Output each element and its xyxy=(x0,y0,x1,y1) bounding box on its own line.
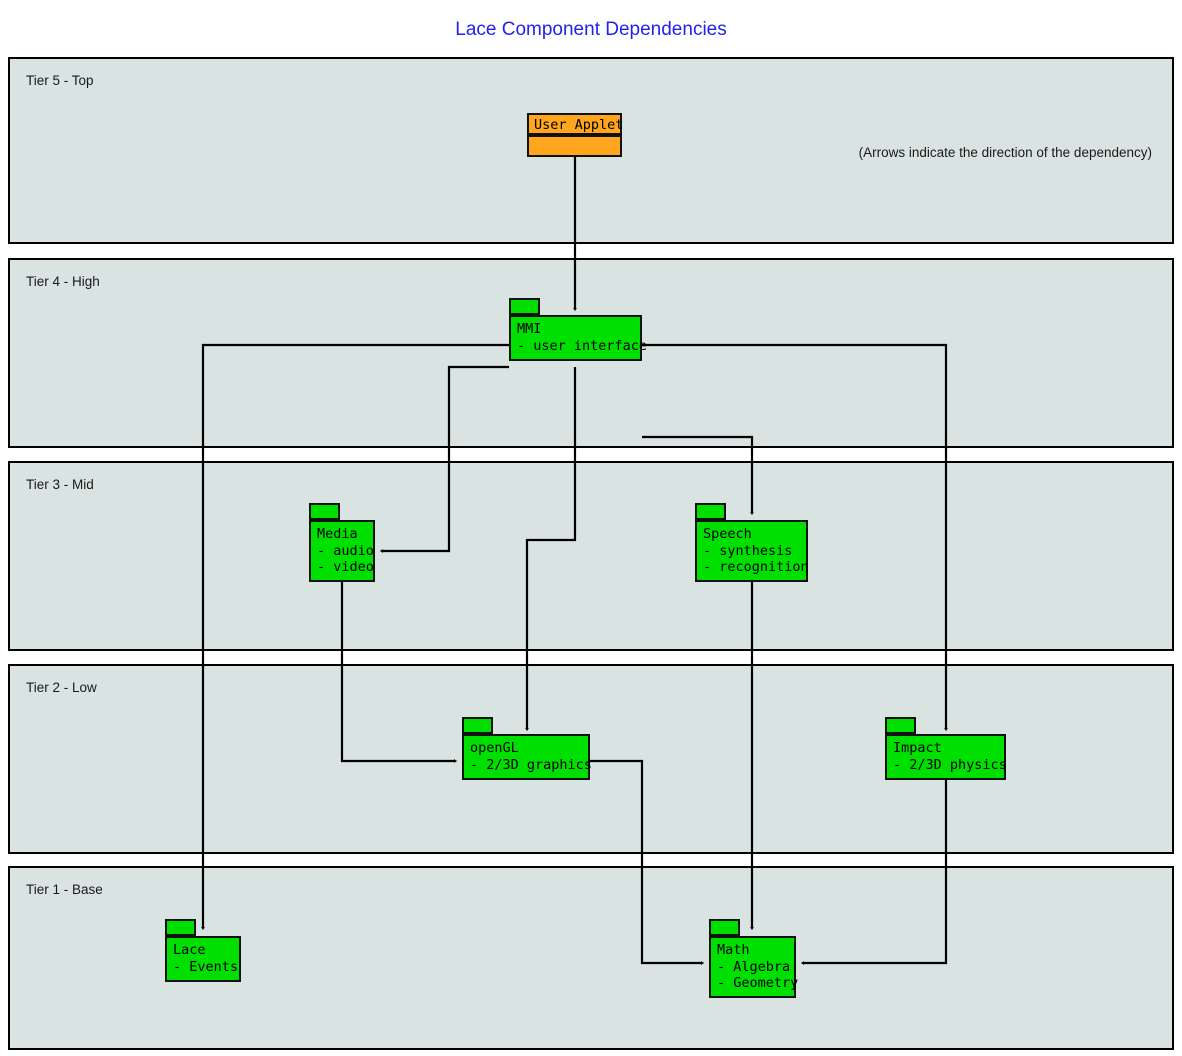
package-name: Media xyxy=(317,526,358,542)
package-feature: - recognition xyxy=(703,559,809,575)
package-body: Lace- Events xyxy=(165,936,241,982)
package-feature: - 2/3D graphics xyxy=(470,756,592,773)
package-feature: - audio xyxy=(317,542,374,559)
tier-group-tier3: Tier 3 - Mid xyxy=(8,461,1174,651)
package-name: Speech xyxy=(703,526,752,542)
tier-label: Tier 4 - High xyxy=(26,274,100,289)
page-title: Lace Component Dependencies xyxy=(455,19,727,40)
package-body xyxy=(527,135,622,157)
package-name: Math xyxy=(717,942,750,958)
package-name: Impact xyxy=(893,740,942,756)
package-feature: - video xyxy=(317,559,374,575)
package-tab xyxy=(885,717,916,734)
package-tab xyxy=(165,919,196,936)
package-name: openGL xyxy=(470,740,519,756)
package-body: Impact- 2/3D physics xyxy=(885,734,1007,780)
package-name: MMI xyxy=(517,321,542,337)
tier-label: Tier 2 - Low xyxy=(26,680,97,695)
package-tab xyxy=(509,298,540,315)
package-body: Math- Algebra- Geometry xyxy=(709,936,799,998)
package-feature: - synthesis xyxy=(703,542,793,559)
package-feature: - 2/3D physics xyxy=(893,756,1007,773)
tier-label: Tier 1 - Base xyxy=(26,882,103,897)
package-body: Speech- synthesis- recognition xyxy=(695,520,809,582)
package-tab-label: User Applet xyxy=(534,117,624,133)
package-tab xyxy=(695,503,726,520)
legend-note: (Arrows indicate the direction of the de… xyxy=(858,145,1152,160)
package-tab xyxy=(309,503,340,520)
package-feature: - Algebra xyxy=(717,958,791,975)
package-body: Media- audio- video xyxy=(309,520,375,582)
package-tab xyxy=(462,717,493,734)
package-name: Lace xyxy=(173,942,206,958)
tier-label: Tier 5 - Top xyxy=(26,73,94,88)
package-feature: - Events xyxy=(173,958,239,975)
tier-label: Tier 3 - Mid xyxy=(26,477,94,492)
package-tab xyxy=(709,919,740,936)
package-feature: - Geometry xyxy=(717,975,799,991)
package-body: openGL- 2/3D graphics xyxy=(462,734,592,780)
package-tab: User Applet xyxy=(527,113,624,135)
package-body: MMI- user interface xyxy=(509,315,648,361)
package-feature: - user interface xyxy=(517,337,648,354)
